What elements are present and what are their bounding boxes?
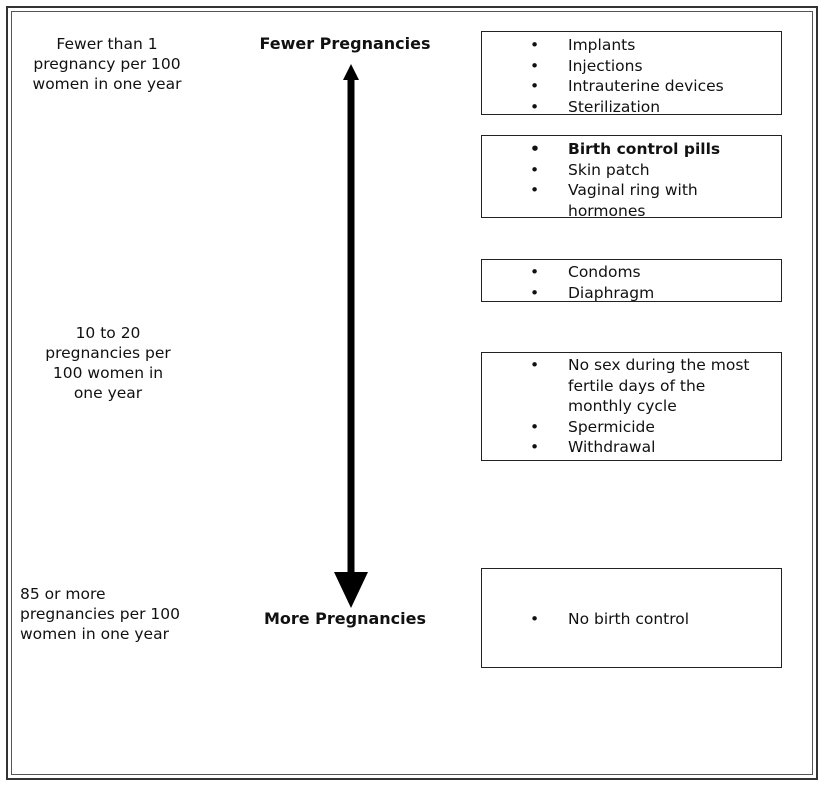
rate-label-highest: 85 or more pregnancies per 100 women in … [20, 585, 181, 643]
method-item: Diaphragm [482, 283, 781, 304]
method-item: Vaginal ring with hormones [482, 180, 781, 221]
method-list: No birth control [482, 609, 781, 630]
rate-label-middle: 10 to 20 pregnancies per 100 women in on… [45, 324, 171, 402]
method-item: Skin patch [482, 160, 781, 181]
method-item: Injections [482, 56, 781, 77]
method-item: Sterilization [482, 97, 781, 118]
method-item: No sex during the most fertile days of t… [482, 355, 781, 417]
method-item: Withdrawal [482, 437, 781, 458]
diagram-frame-outer [6, 6, 818, 780]
method-item: Birth control pills [482, 139, 781, 160]
method-box-3: Condoms Diaphragm [481, 259, 782, 303]
method-list: Birth control pills Skin patch Vaginal r… [482, 139, 781, 221]
method-item: Implants [482, 35, 781, 56]
method-item: Spermicide [482, 417, 781, 438]
method-box-5: No birth control [481, 568, 782, 668]
rate-label-lowest: Fewer than 1 pregnancy per 100 women in … [32, 35, 182, 93]
method-item: No birth control [482, 609, 781, 630]
fewer-pregnancies-heading: Fewer Pregnancies [259, 34, 431, 53]
method-list: Condoms Diaphragm [482, 262, 781, 303]
more-pregnancies-heading: More Pregnancies [263, 609, 427, 628]
method-list: No sex during the most fertile days of t… [482, 355, 781, 458]
double-headed-arrow [334, 64, 368, 608]
arrow-head-up [343, 64, 359, 80]
method-box-2: Birth control pills Skin patch Vaginal r… [481, 135, 782, 221]
arrow-head-down [334, 572, 368, 608]
method-list: Implants Injections Intrauterine devices… [482, 35, 781, 117]
method-box-1: Implants Injections Intrauterine devices… [481, 31, 782, 117]
diagram-frame-inner [11, 11, 813, 775]
method-item: Condoms [482, 262, 781, 283]
method-item: Intrauterine devices [482, 76, 781, 97]
method-box-4: No sex during the most fertile days of t… [481, 352, 782, 461]
